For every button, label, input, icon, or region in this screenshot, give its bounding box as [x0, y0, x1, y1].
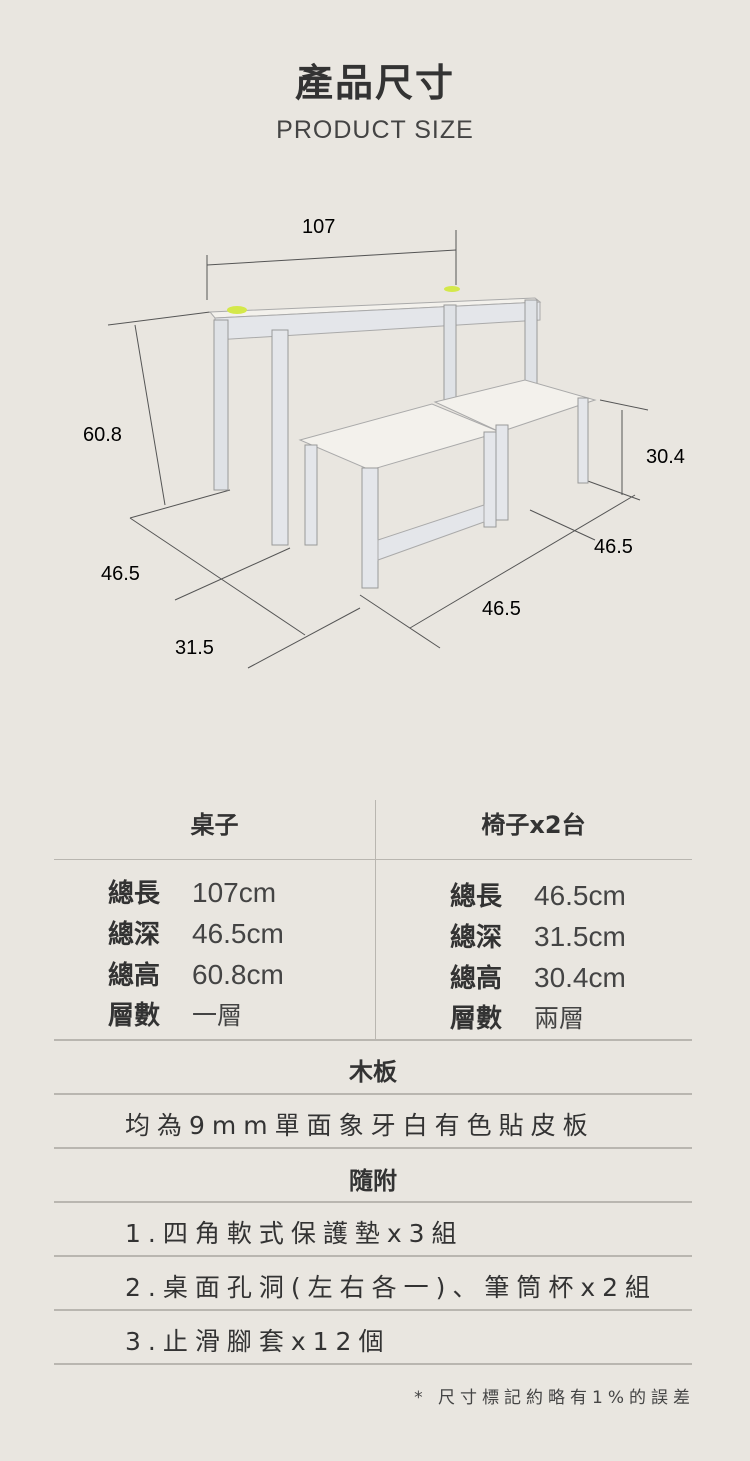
spec-key: 總深	[108, 920, 161, 950]
divider	[54, 1093, 692, 1095]
board-text: 均為9mm單面象牙白有色貼皮板	[125, 1111, 595, 1140]
spec-key: 層數	[450, 1004, 503, 1034]
product-illustration: 107 60.8 46.5 31.5 46.5 46.5 30.4	[83, 216, 685, 669]
spec-value: 46.5cm	[192, 918, 284, 949]
page-subtitle: PRODUCT SIZE	[276, 116, 474, 144]
spec-key: 總長	[450, 882, 503, 912]
dim-chair-length: 46.5	[482, 598, 521, 620]
spec-value: 31.5cm	[534, 921, 626, 952]
desk-specs: 總長 107cm 總深 46.5cm 總高 60.8cm 層數 一層	[108, 873, 284, 1036]
dim-table-height: 60.8	[83, 424, 122, 446]
column-divider	[375, 800, 376, 1040]
board-title: 木板	[349, 1058, 397, 1086]
spec-key: 層數	[108, 1001, 161, 1031]
divider	[54, 1363, 692, 1365]
divider	[54, 1039, 692, 1041]
spec-value: 60.8cm	[192, 959, 284, 990]
dim-chair-length-2: 46.5	[594, 536, 633, 558]
chair-specs: 總長 46.5cm 總深 31.5cm 總高 30.4cm 層數 兩層	[450, 876, 626, 1039]
tolerance-note: * 尺寸標記約略有1%的誤差	[414, 1388, 695, 1408]
desk-shape	[208, 286, 542, 546]
chair-shapes	[298, 379, 597, 589]
spec-key: 總深	[450, 923, 503, 953]
spec-value: 46.5cm	[534, 880, 626, 911]
dim-chair-depth: 31.5	[175, 637, 214, 659]
spec-key: 總長	[108, 879, 161, 909]
spec-value: 30.4cm	[534, 962, 626, 993]
divider	[54, 1201, 692, 1203]
spec-key: 總高	[450, 964, 503, 994]
dim-chair-height: 30.4	[646, 446, 685, 468]
page-title: 產品尺寸	[294, 61, 455, 105]
divider	[54, 859, 692, 860]
dim-table-depth: 46.5	[101, 563, 140, 585]
spec-value: 107cm	[192, 877, 277, 908]
desk-column-title: 桌子	[190, 811, 239, 839]
divider	[54, 1147, 692, 1149]
accessory-item: 1.四角軟式保護墊x3組	[125, 1219, 464, 1248]
divider	[54, 1309, 692, 1311]
accessory-item: 3.止滑腳套x12個	[125, 1327, 391, 1356]
divider	[54, 1255, 692, 1257]
spec-value: 兩層	[534, 1005, 585, 1033]
spec-key: 總高	[108, 961, 161, 991]
accessory-item: 2.桌面孔洞(左右各一)、筆筒杯x2組	[125, 1273, 658, 1302]
spec-value: 一層	[192, 1002, 243, 1030]
dimension-lines	[107, 230, 649, 669]
accessory-title: 隨附	[349, 1167, 397, 1195]
dim-table-length: 107	[302, 216, 335, 238]
chair-column-title: 椅子x2台	[481, 811, 586, 839]
